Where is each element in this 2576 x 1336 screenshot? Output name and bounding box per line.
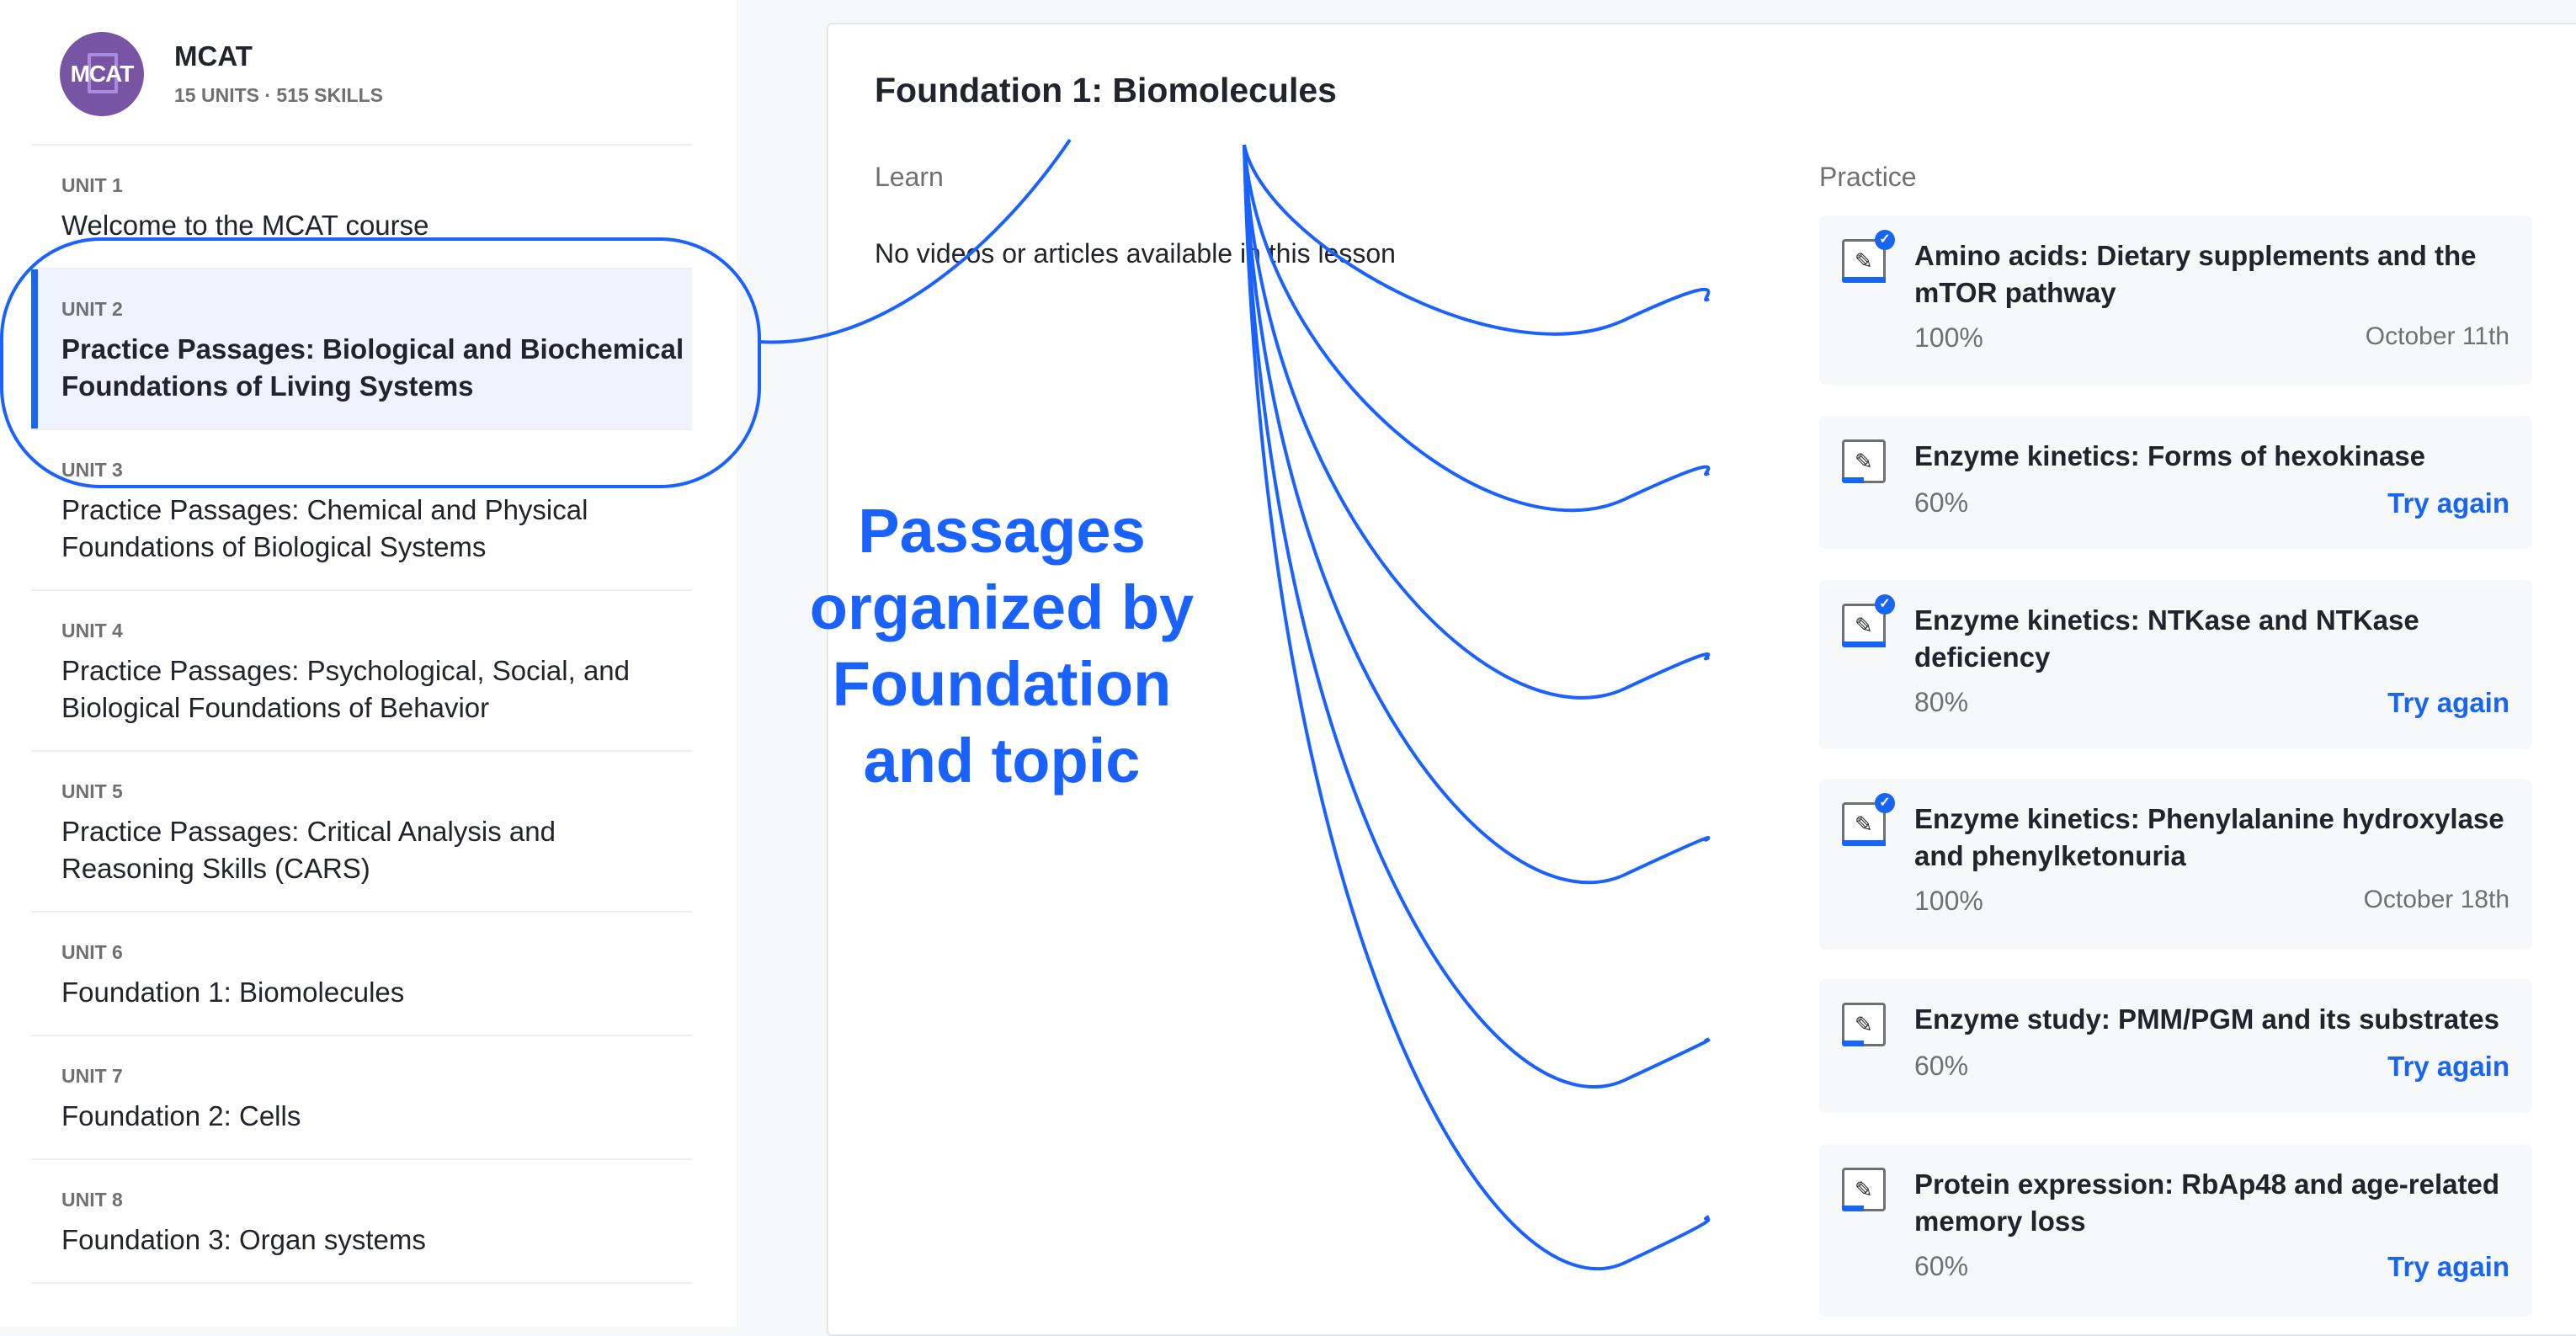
progress-bar (1842, 840, 1886, 846)
annotation-line: Passages (858, 496, 1146, 566)
unit-title: Practice Passages: Psychological, Social… (61, 655, 631, 723)
pencil-icon: ✎ (1855, 1012, 1873, 1037)
practice-card[interactable]: ✎ Enzyme kinetics: Forms of hexokinase 6… (1819, 416, 2532, 549)
unit-label: UNIT 2 (61, 298, 123, 320)
pencil-icon: ✎ (1855, 613, 1873, 638)
pencil-icon: ✎ (1855, 248, 1873, 274)
learn-heading: Learn (875, 162, 944, 192)
pencil-icon: ✎ (1855, 1177, 1873, 1202)
practice-title[interactable]: Enzyme study: PMM/PGM and its substrates (1914, 1003, 2499, 1035)
unit-label: UNIT 1 (61, 174, 123, 196)
exercise-pencil-icon: ✎ (1842, 1168, 1886, 1211)
practice-score: 60% (1914, 1251, 1969, 1281)
practice-card[interactable]: ✎✓ Enzyme kinetics: NTKase and NTKase de… (1819, 580, 2532, 749)
try-again-link[interactable]: Try again (2387, 1051, 2509, 1082)
exercise-pencil-icon: ✎✓ (1842, 594, 1895, 647)
exercise-pencil-icon: ✎ (1842, 439, 1886, 483)
completion-date: October 11th (2365, 322, 2509, 350)
progress-bar (1842, 1041, 1864, 1046)
practice-card[interactable]: ✎✓ Enzyme kinetics: Phenylalanine hydrox… (1819, 779, 2532, 950)
unit-title: Foundation 3: Organ systems (61, 1224, 426, 1255)
check-icon: ✓ (1875, 230, 1895, 250)
practice-score: 60% (1914, 1051, 1969, 1081)
annotation-line: Foundation (832, 649, 1172, 719)
pencil-icon: ✎ (1855, 449, 1873, 474)
try-again-link[interactable]: Try again (2387, 487, 2509, 519)
practice-card[interactable]: ✎ Protein expression: RbAp48 and age-rel… (1819, 1144, 2532, 1317)
unit-label: UNIT 5 (61, 780, 123, 802)
check-icon: ✓ (1875, 594, 1895, 615)
practice-score: 60% (1914, 487, 1969, 518)
practice-heading: Practice (1819, 162, 1917, 192)
sidebar-unit-3[interactable]: UNIT 3 Practice Passages: Chemical and Ph… (31, 430, 692, 591)
unit-title: Foundation 2: Cells (61, 1100, 301, 1131)
unit-title: Foundation 1: Biomolecules (61, 977, 405, 1008)
sidebar: MCAT MCAT 15 UNITS · 515 SKILLS UNIT 1 We… (0, 0, 737, 1327)
course-subtitle: 15 UNITS · 515 SKILLS (174, 84, 383, 106)
sidebar-unit-5[interactable]: UNIT 5 Practice Passages: Critical Analys… (31, 752, 692, 913)
course-title[interactable]: MCAT (174, 40, 253, 72)
exercise-pencil-icon: ✎ (1842, 1003, 1886, 1046)
practice-score: 100% (1914, 886, 1983, 916)
learn-empty-message: No videos or articles available in this … (875, 238, 1396, 269)
sidebar-unit-2[interactable]: UNIT 2 Practice Passages: Biological and … (31, 269, 692, 430)
try-again-link[interactable]: Try again (2387, 687, 2509, 718)
try-again-link[interactable]: Try again (2387, 1251, 2509, 1282)
unit-label: UNIT 7 (61, 1065, 123, 1087)
sidebar-unit-8[interactable]: UNIT 8 Foundation 3: Organ systems (31, 1160, 692, 1284)
practice-card[interactable]: ✎✓ Amino acids: Dietary supplements and … (1819, 216, 2532, 385)
exercise-pencil-icon: ✎✓ (1842, 230, 1895, 283)
unit-label: UNIT 4 (61, 620, 123, 641)
practice-score: 80% (1914, 687, 1969, 717)
progress-bar (1842, 641, 1886, 647)
practice-title[interactable]: Enzyme kinetics: Forms of hexokinase (1914, 440, 2426, 471)
annotation-text: Passages organized by Foundation and top… (758, 492, 1246, 799)
unit-label: UNIT 3 (61, 459, 123, 481)
practice-title[interactable]: Enzyme kinetics: Phenylalanine hydroxyla… (1914, 803, 2504, 871)
annotation-line: and topic (863, 726, 1141, 796)
pencil-icon: ✎ (1855, 812, 1873, 837)
annotation-line: organized by (809, 572, 1195, 642)
exercise-pencil-icon: ✎✓ (1842, 793, 1895, 846)
logo-text: MCAT (70, 61, 135, 87)
practice-score: 100% (1914, 322, 1983, 353)
progress-bar (1842, 277, 1886, 283)
progress-bar (1842, 1206, 1864, 1211)
practice-card[interactable]: ✎ Enzyme study: PMM/PGM and its substrat… (1819, 979, 2532, 1113)
unit-title: Welcome to the MCAT course (61, 210, 429, 241)
sidebar-unit-6[interactable]: UNIT 6 Foundation 1: Biomolecules (31, 913, 692, 1036)
practice-title[interactable]: Protein expression: RbAp48 and age-relat… (1914, 1168, 2500, 1237)
practice-title[interactable]: Amino acids: Dietary supplements and the… (1914, 240, 2477, 308)
unit-label: UNIT 6 (61, 941, 123, 963)
unit-label: UNIT 8 (61, 1189, 123, 1211)
completion-date: October 18th (2363, 886, 2509, 913)
lesson-title: Foundation 1: Biomolecules (875, 71, 1337, 109)
unit-title: Practice Passages: Biological and Bioche… (61, 333, 684, 402)
check-icon: ✓ (1875, 793, 1895, 813)
sidebar-unit-1[interactable]: UNIT 1 Welcome to the MCAT course (31, 146, 692, 269)
unit-title: Practice Passages: Chemical and Physical… (61, 494, 588, 562)
unit-title: Practice Passages: Critical Analysis and… (61, 816, 556, 884)
sidebar-unit-4[interactable]: UNIT 4 Practice Passages: Psychological, … (31, 591, 692, 752)
progress-bar (1842, 477, 1864, 483)
practice-title[interactable]: Enzyme kinetics: NTKase and NTKase defic… (1914, 604, 2419, 673)
sidebar-unit-7[interactable]: UNIT 7 Foundation 2: Cells (31, 1036, 692, 1160)
course-logo: MCAT (60, 32, 144, 116)
